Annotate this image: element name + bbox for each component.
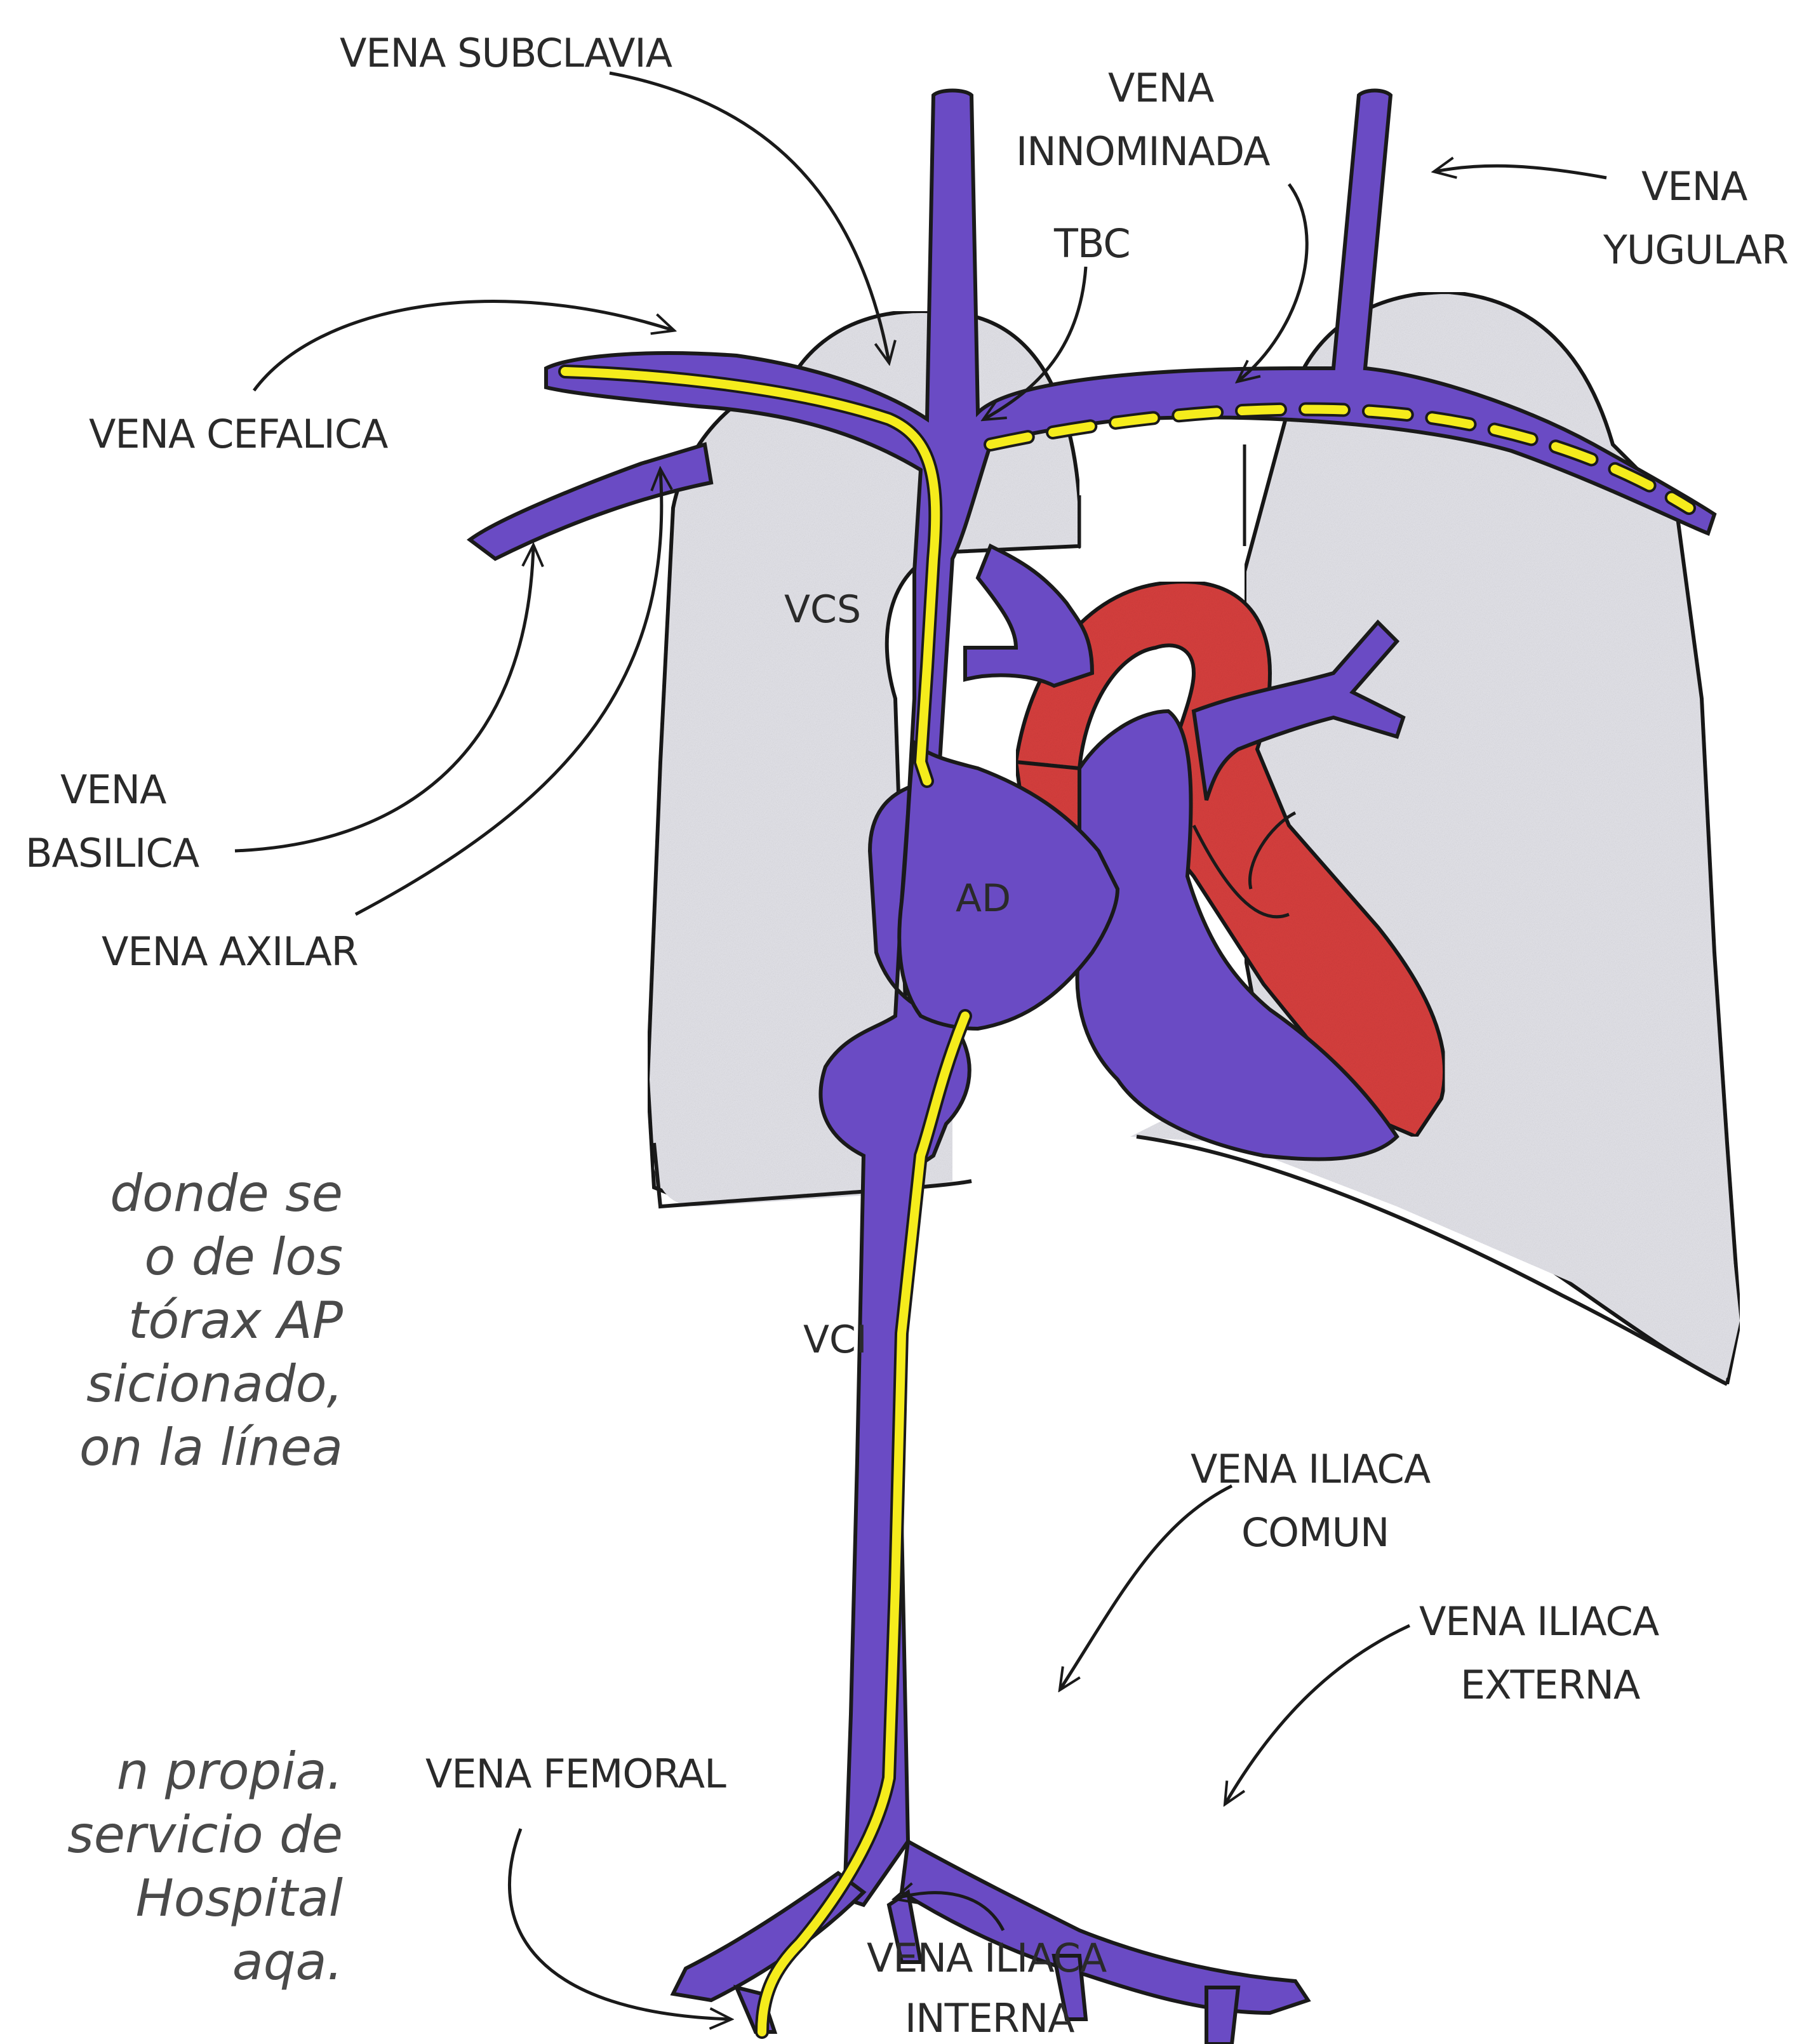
caption-line: sicionado, (0, 1353, 343, 1416)
label-vena-basilica-1: VENA (60, 766, 166, 813)
label-vena-iliaca-comun-1: VENA ILIACA (1191, 1446, 1431, 1492)
label-vci: VCI (803, 1318, 867, 1362)
label-vena-iliaca-externa-1: VENA ILIACA (1419, 1598, 1659, 1645)
label-vcs: VCS (784, 587, 861, 632)
pulmonary-artery (965, 546, 1092, 686)
label-vena-innominada-1: VENA (1108, 65, 1214, 111)
label-vena-iliaca-comun-2: COMUN (1241, 1509, 1389, 1556)
label-vena-innominada-2: INNOMINADA (1016, 128, 1270, 175)
label-vena-yugular-1: VENA (1641, 163, 1747, 210)
arrow-vena-iliaca-externa (1225, 1626, 1410, 1803)
caption-line: aqa. (0, 1930, 343, 1994)
label-vena-yugular-2: YUGULAR (1603, 227, 1788, 273)
label-vena-iliaca-externa-2: EXTERNA (1460, 1662, 1640, 1708)
label-tbc: TBC (1053, 220, 1130, 267)
iliac-internal-branch-3 (1206, 1987, 1238, 2044)
label-vena-axilar: VENA AXILAR (102, 928, 358, 975)
arrow-vena-subclavia (610, 73, 889, 362)
label-vena-basilica-2: BASILICA (25, 830, 199, 876)
caption-line: n propia. (0, 1740, 343, 1803)
caption-paragraph-1: donde se o de los tórax AP sicionado, on… (0, 1162, 343, 1480)
iliac-left-common (902, 1841, 1308, 2013)
label-vena-iliaca-interna-2: INTERNA (905, 1995, 1074, 2041)
arrow-vena-innominada (1238, 184, 1307, 381)
label-vena-cefalica: VENA CEFALICA (89, 411, 388, 457)
label-ad: AD (956, 876, 1011, 921)
caption-paragraph-2: n propia. servicio de Hospital aqa. (0, 1740, 343, 1994)
caption-line: servicio de (0, 1803, 343, 1867)
caption-line: Hospital (0, 1867, 343, 1930)
caption-line: donde se (0, 1162, 343, 1226)
label-vena-iliaca-interna-1: VENA ILIACA (867, 1935, 1107, 1981)
arrow-vena-iliaca-comun (1060, 1486, 1232, 1689)
arrow-vena-basilica (235, 546, 533, 851)
caption-line: o de los (0, 1226, 343, 1289)
arrow-vena-yugular (1435, 166, 1606, 178)
caption-line: tórax AP (0, 1289, 343, 1353)
label-vena-subclavia: VENA SUBCLAVIA (340, 30, 672, 76)
caption-line: on la línea (0, 1416, 343, 1480)
label-vena-femoral: VENA FEMORAL (425, 1751, 726, 1797)
